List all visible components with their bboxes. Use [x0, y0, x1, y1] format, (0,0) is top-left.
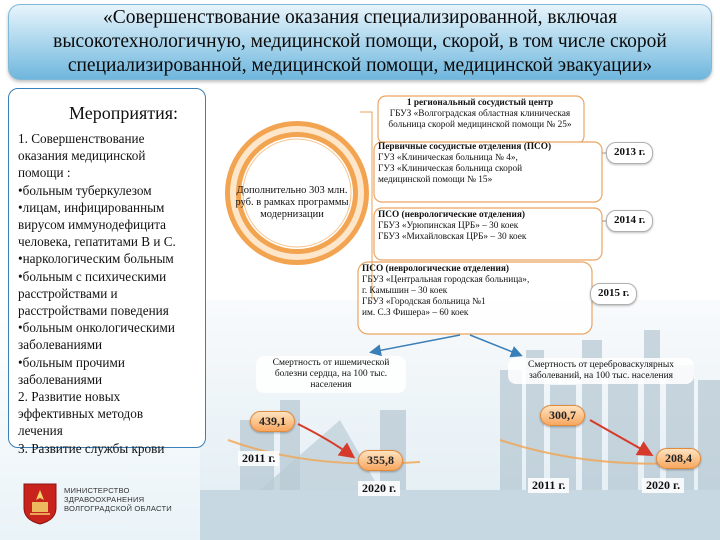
page-title: «Совершенствование оказания специализиро…	[53, 7, 667, 76]
ministry-line: ВОЛГОГРАДСКОЙ ОБЛАСТИ	[64, 504, 172, 513]
card-line: ГБУЗ «Михайловская ЦРБ» – 30 коек	[378, 232, 527, 242]
measures-line: заболеваниями	[18, 371, 103, 387]
year-badge-2013: 2013 г.	[606, 142, 654, 164]
measures-line: человека, гепатитами B и C.	[18, 234, 176, 250]
measures-list: 1. Совершенствование оказания медицинско…	[18, 130, 199, 457]
pso-card-2013: Первичные сосудистые отделения (ПСО) ГУЗ…	[378, 142, 600, 200]
coat-of-arms-icon	[23, 483, 57, 525]
ministry-caption: МИНИСТЕРСТВО ЗДРАВООХРАНЕНИЯ ВОЛГОГРАДСК…	[64, 486, 194, 513]
year-badge-2014: 2014 г.	[606, 210, 654, 232]
year-label-2011: 2011 г.	[528, 478, 570, 493]
measures-line: лечения	[18, 423, 63, 439]
card-line: ГУЗ «Клиническая больница № 4»,	[378, 153, 518, 163]
cerebrovascular-mortality-label: Смертность от цереброваскулярных заболев…	[508, 358, 694, 384]
measures-line: •больным онкологическими	[18, 320, 175, 336]
measures-line: •наркологическим больным	[18, 251, 174, 267]
regional-center-card: 1 региональный сосудистый центр ГБУЗ «Во…	[380, 98, 580, 142]
year-label-2020: 2020 г.	[642, 478, 685, 493]
year-badge-2015: 2015 г.	[590, 283, 638, 305]
ring-funding-text: Дополнительно 303 млн. руб. в рамках про…	[235, 185, 349, 220]
measures-line: эффективных методов	[18, 406, 144, 422]
ischemic-2011-value: 439,1	[250, 411, 295, 432]
card-title: 1 региональный сосудистый центр	[406, 98, 554, 108]
card-line: г. Камышин – 30 коек	[362, 286, 448, 296]
measures-line: вирусом иммунодефицита	[18, 217, 166, 233]
measures-line: расстройствами и	[18, 285, 118, 301]
card-title: ПСО (неврологические отделения)	[378, 210, 525, 220]
year-label-2011: 2011 г.	[238, 451, 280, 466]
measures-line: расстройствами поведения	[18, 303, 169, 319]
card-line: больница скорой медицинской помощи № 25»	[388, 120, 572, 130]
card-line: ГУЗ «Клиническая больница скорой	[378, 164, 523, 174]
ischemic-2020-value: 355,8	[358, 450, 403, 471]
cerebro-2011-value: 300,7	[540, 405, 585, 426]
measures-line: 2. Развитие новых	[18, 389, 121, 405]
card-line: ГБУЗ «Городская больница №1	[362, 297, 486, 307]
ministry-line: ЗДРАВООХРАНЕНИЯ	[64, 495, 145, 504]
measures-panel: Мероприятия: 1. Совершенствование оказан…	[8, 88, 206, 456]
card-line: ГБУЗ «Урюпинская ЦРБ» – 30 коек	[378, 221, 519, 231]
measures-line: 1. Совершенствование	[18, 131, 145, 146]
funding-ring	[225, 121, 369, 265]
card-line: ГБУЗ «Центральная городская больница»,	[362, 275, 530, 285]
pso-card-2015: ПСО (неврологические отделения) ГБУЗ «Це…	[362, 264, 590, 332]
measures-line: •больным туберкулезом	[18, 182, 152, 198]
cerebro-2020-value: 208,4	[656, 448, 701, 469]
header-banner: «Совершенствование оказания специализиро…	[8, 4, 712, 80]
card-line: ГБУЗ «Волгоградская областная клиническа…	[389, 109, 571, 119]
card-line: им. С.З Фишера» – 60 коек	[362, 308, 469, 318]
measures-line: •больным с психическими	[18, 268, 167, 284]
ministry-line: МИНИСТЕРСТВО	[64, 486, 130, 495]
measures-heading: Мероприятия:	[68, 103, 179, 123]
measures-line: 3. Развитие службы крови	[18, 440, 165, 456]
measures-line: помощи :	[18, 165, 71, 181]
card-title: Первичные сосудистые отделения (ПСО)	[378, 142, 552, 152]
measures-line: •больным прочими	[18, 354, 125, 370]
card-title: ПСО (неврологические отделения)	[362, 264, 509, 274]
measures-line: заболеваниями	[18, 337, 103, 353]
pso-card-2014: ПСО (неврологические отделения) ГБУЗ «Ур…	[378, 210, 600, 260]
ischemic-mortality-label: Смертность от ишемической болезни сердца…	[256, 356, 406, 393]
year-label-2020: 2020 г.	[358, 481, 401, 496]
measures-line: •лицам, инфицированным	[18, 199, 165, 215]
measures-line: оказания медицинской	[18, 148, 146, 164]
card-line: медицинской помощи № 15»	[378, 175, 493, 185]
